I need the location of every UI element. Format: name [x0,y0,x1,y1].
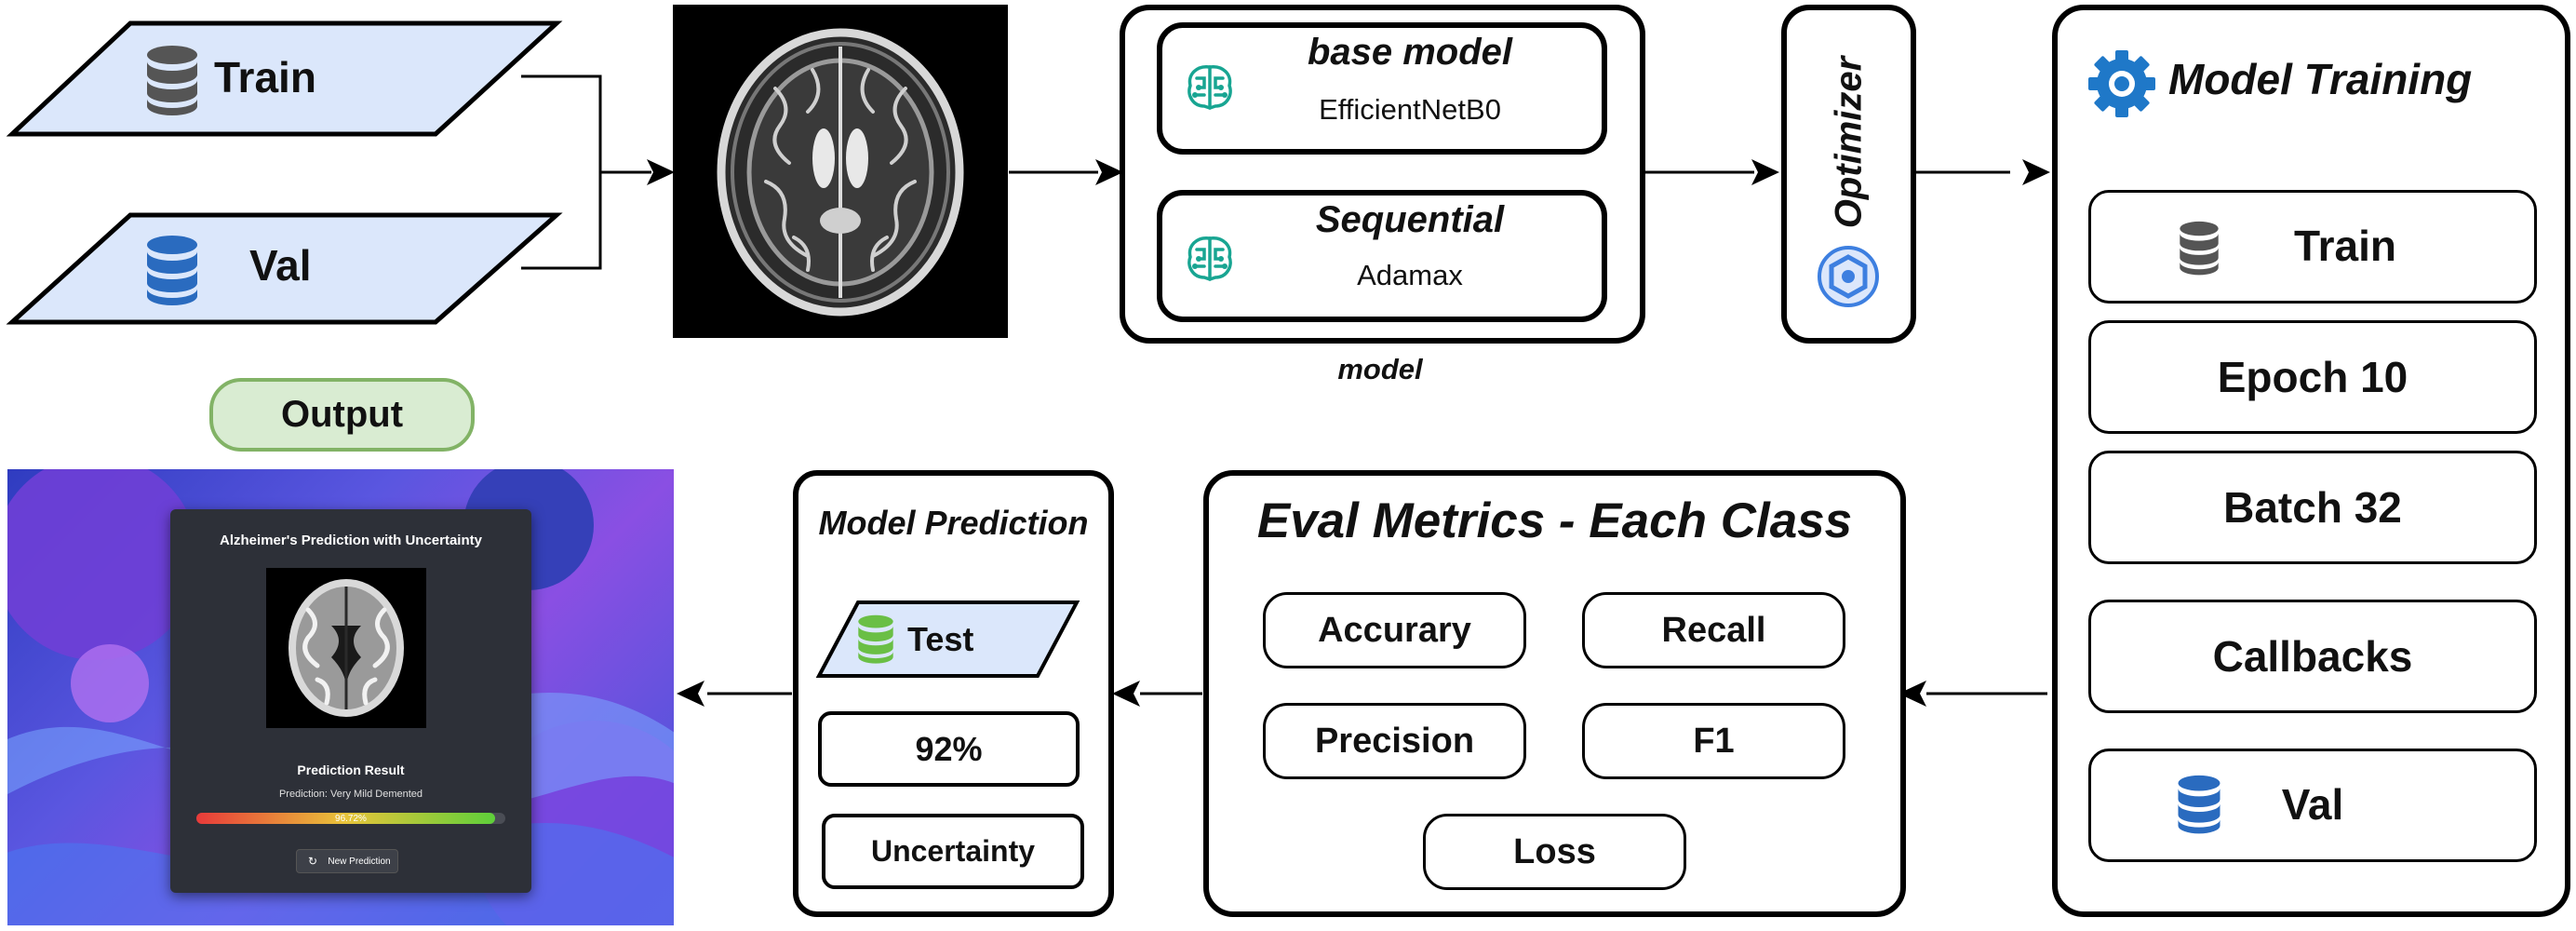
training-train-label: Train [2294,222,2396,270]
new-prediction-label: New Prediction [328,856,391,867]
output-badge [209,378,475,452]
new-prediction-button[interactable] [296,849,398,873]
training-val-label: Val [2281,780,2344,829]
database-icon [147,236,197,305]
gear-icon [2088,50,2155,117]
base-model-subtitle: EfficientNetB0 [1319,93,1501,126]
training-val-item [2088,749,2537,862]
uncertainty-box [822,814,1084,889]
training-epoch-item [2088,320,2537,434]
val-dataset-label: Val [249,241,312,290]
metric-loss-label: Loss [1513,831,1596,871]
output-label: Output [280,394,404,435]
app-mri-image [266,568,426,728]
mri-brain-image [673,5,1008,338]
training-batch-label: Batch 32 [2223,483,2402,532]
metric-accuracy-label: Accurary [1318,610,1471,650]
refresh-icon: ↻ [307,855,318,868]
accuracy-result-value: 92% [915,729,983,768]
test-dataset-label: Test [907,620,974,658]
model-caption: model [1337,353,1423,385]
eval-metrics-title: Eval Metrics - Each Class [1256,492,1853,548]
training-batch-item [2088,451,2537,564]
database-icon [2178,775,2220,834]
metric-loss [1423,814,1686,890]
training-callbacks-label: Callbacks [2212,632,2413,681]
database-icon [147,46,197,115]
training-train-item [2088,190,2537,304]
optimizer-icon [1818,246,1879,307]
app-title: Alzheimer's Prediction with Uncertainty [220,532,482,548]
accuracy-result-box [818,711,1080,787]
prediction-result-heading: Prediction Result [297,762,405,777]
metric-recall [1582,592,1845,668]
training-epoch-label: Epoch 10 [2217,353,2408,401]
ai-brain-icon [1187,236,1232,281]
sequential-title: Sequential [1315,198,1505,240]
database-icon [858,614,893,664]
database-icon [2180,221,2219,276]
train-dataset-label: Train [214,53,316,101]
optimizer-label: Optimizer [1828,56,1869,229]
metric-f1 [1582,703,1845,779]
ai-brain-icon [1187,65,1232,110]
confidence-bar-fill [196,813,496,824]
sequential-block [1157,190,1607,322]
output-app-screenshot: Alzheimer's Prediction with Uncertainty … [7,469,674,925]
metric-accuracy [1263,592,1526,668]
sequential-subtitle: Adamax [1357,259,1463,291]
metric-precision [1263,703,1526,779]
base-model-title: base model [1307,31,1513,73]
model-prediction-title: Model Prediction [818,504,1089,542]
confidence-value-label: 96.72% [335,813,367,824]
metric-f1-label: F1 [1693,721,1735,761]
uncertainty-label: Uncertainty [870,834,1036,868]
metric-recall-label: Recall [1661,610,1766,650]
training-callbacks-item [2088,600,2537,713]
model-training-title: Model Training [2168,55,2473,103]
metric-precision-label: Precision [1314,721,1475,761]
prediction-result-text: Prediction: Very Mild Demented [278,789,423,800]
